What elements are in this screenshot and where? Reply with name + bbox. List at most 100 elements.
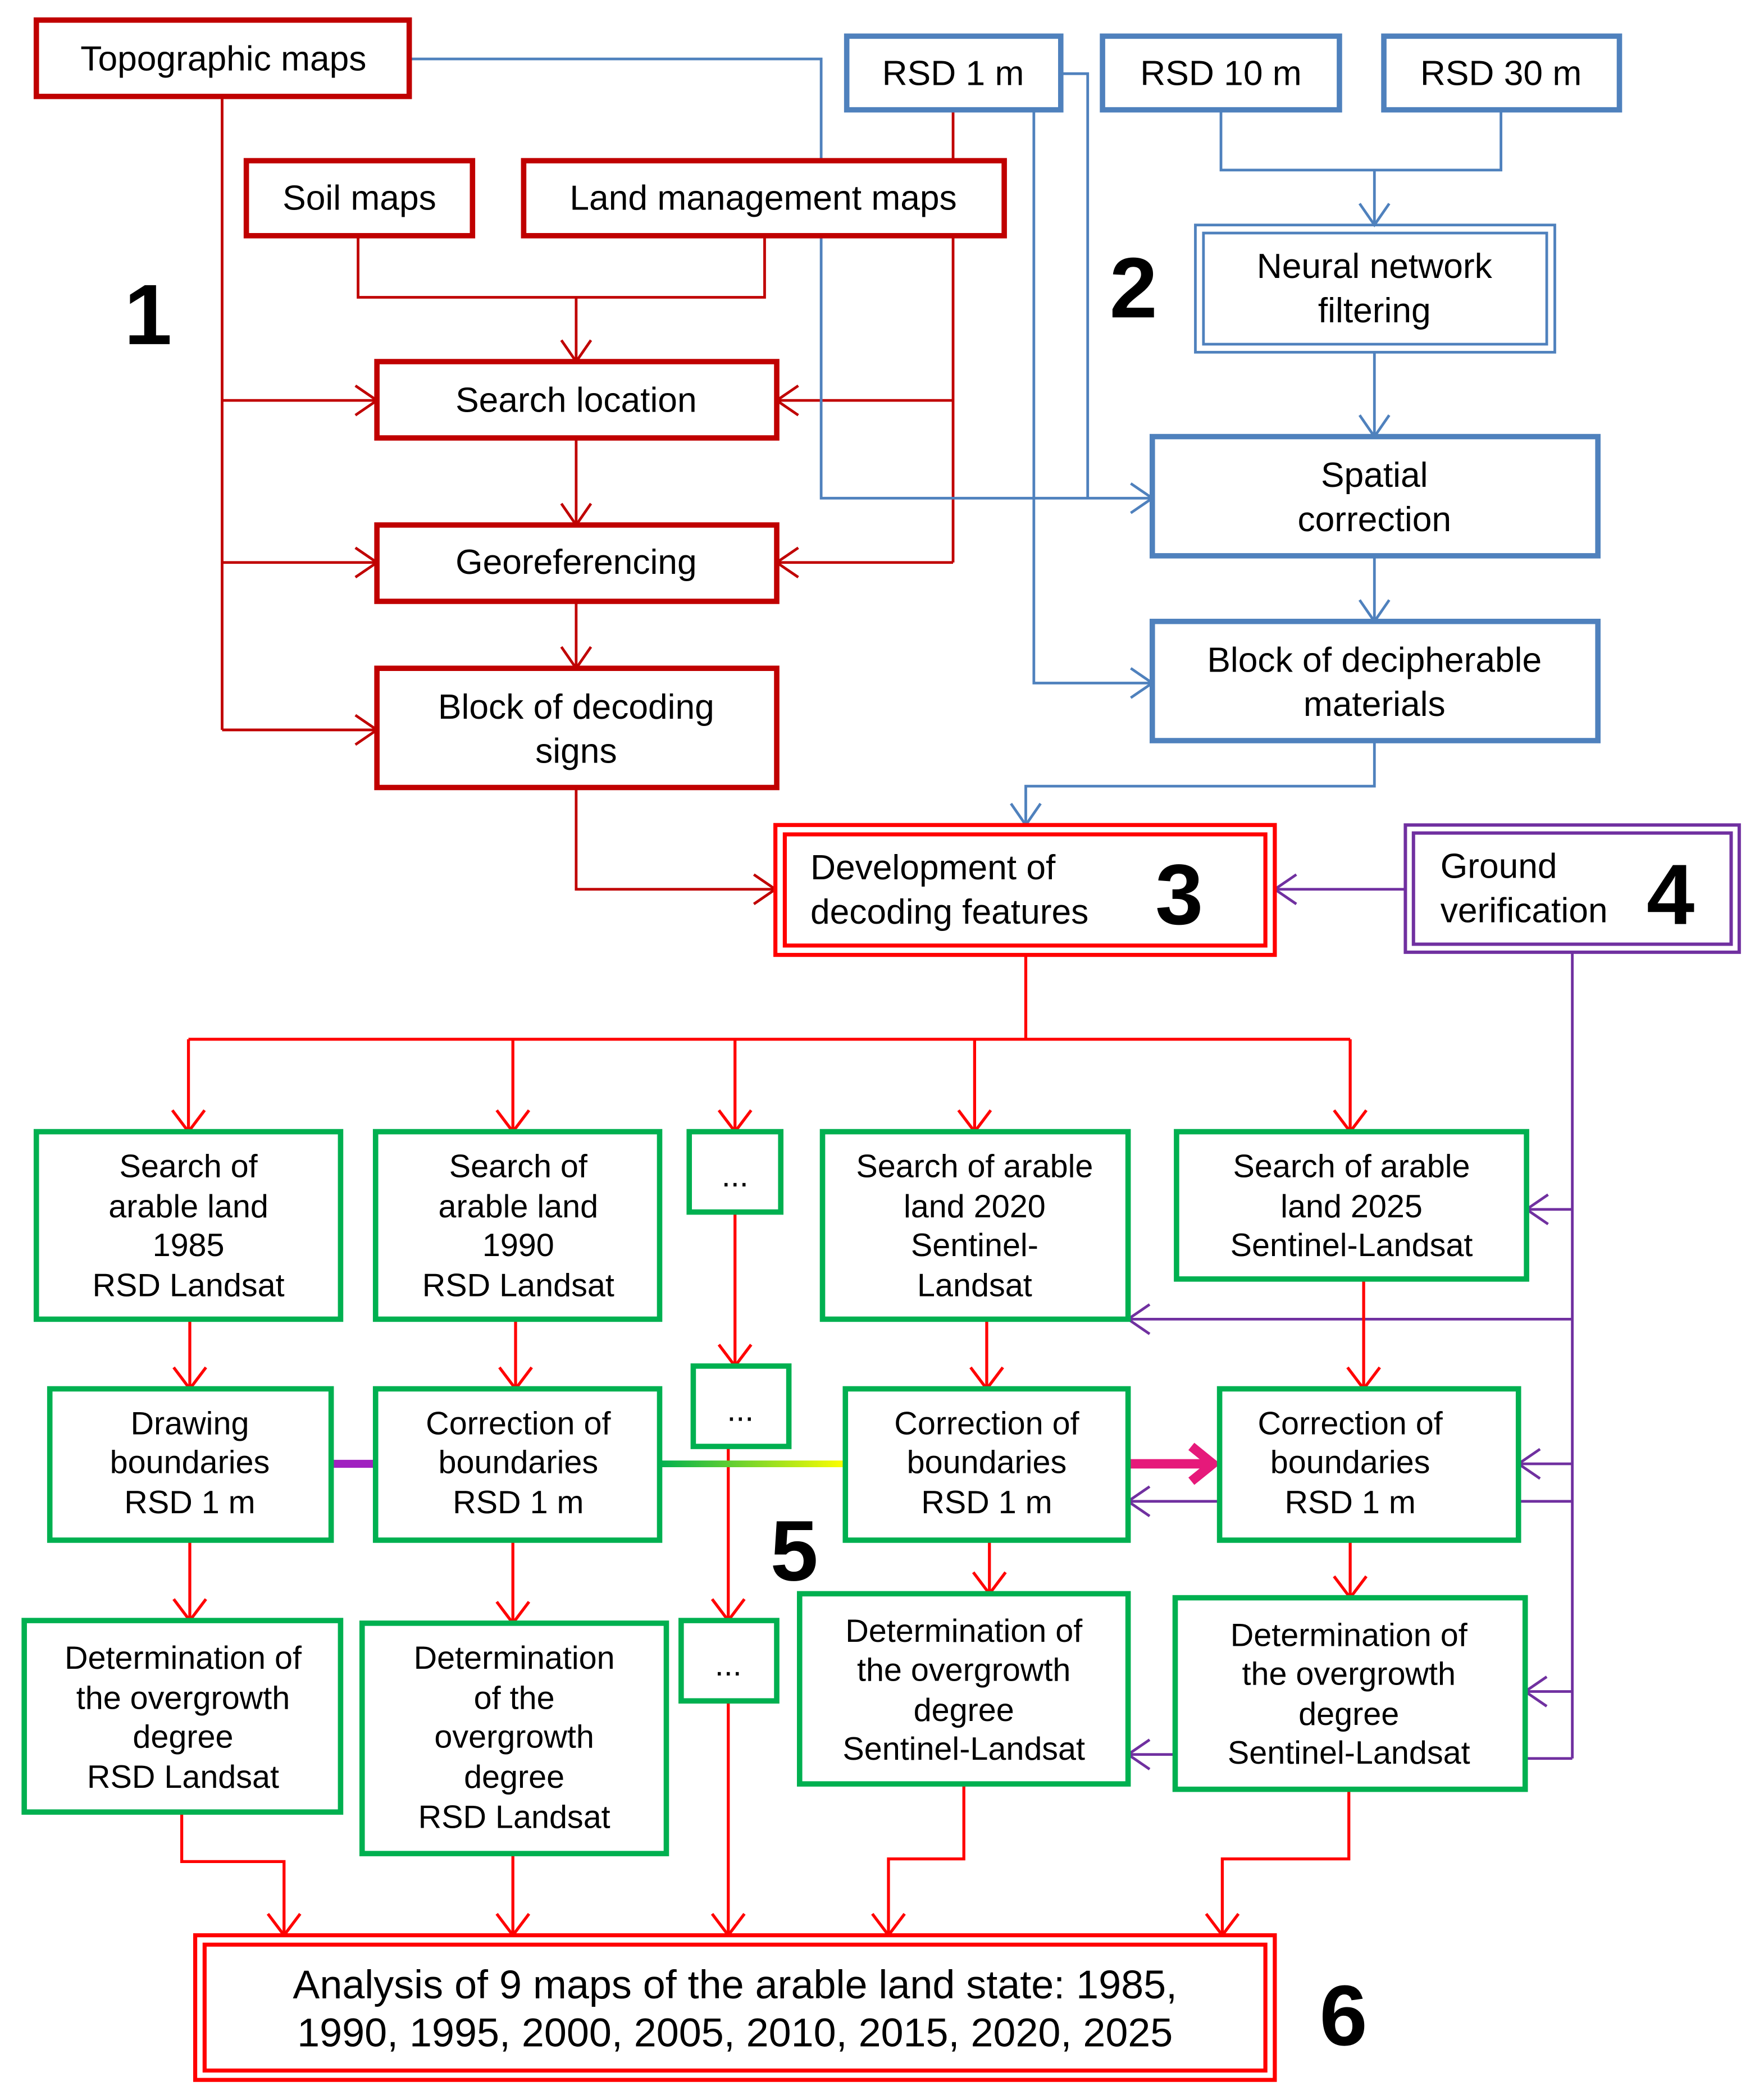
search-1990-line-2: arable land [439,1189,599,1225]
block-3-decoding-features: Development of decoding features [773,823,1277,957]
boundary-links [331,1442,1220,1485]
rsd-30m-label: RSD 30 m [1420,54,1582,93]
block-6-analysis: Analysis of 9 maps of the arable land st… [193,1933,1277,2082]
rsd-10m-box [1100,33,1342,113]
decoding-features-label-line-2: decoding features [810,893,1088,932]
overgrowth-1-line-3: degree [133,1719,233,1755]
spatial-correction-box [1149,433,1601,559]
block-5-boundary-row: Drawing boundaries RSD 1 m Correction of… [47,1363,1521,1543]
overgrowth-3-line-4: Sentinel-Landsat [842,1731,1085,1767]
search-2025-line-2: land 2025 [1280,1189,1423,1225]
search-1985-line-1: Search of [119,1149,258,1185]
analysis-label-line-1: Analysis of 9 maps of the arable land st… [293,1962,1177,2007]
decoding-features-label-line-1: Development of [810,848,1056,887]
search-2020-line-4: Landsat [917,1268,1032,1304]
overgrowth-1-line-1: Determination of [65,1640,302,1676]
correction-boundaries-2-line-1: Correction of [426,1406,611,1442]
soil-maps-label: Soil maps [282,179,436,218]
georeferencing-box [374,522,780,604]
overgrowth-4-box [1172,1595,1528,1792]
connector-soil-land-merge [357,235,766,299]
ground-verification-box-inner [1411,831,1733,946]
georeferencing-label: Georeferencing [455,543,697,582]
search-2025-line-3: Sentinel-Landsat [1231,1227,1473,1263]
correction-boundaries-3-line-1: Correction of [894,1406,1079,1442]
correction-boundaries-4-line-3: RSD 1 m [1284,1485,1415,1521]
search-location-label: Search location [455,381,697,420]
neural-filtering-box-inner [1202,231,1548,346]
rsd-30m-box [1381,33,1623,113]
decoding-features-box-outer [773,823,1277,957]
search-1985-line-3: 1985 [153,1227,225,1263]
spatial-correction-label-line-2: correction [1297,500,1451,539]
correction-boundaries-4-line-1: Correction of [1257,1406,1443,1442]
correction-boundaries-4-box [1216,1386,1521,1543]
decipherable-materials-box [1149,618,1601,743]
ground-verification-label-line-2: verification [1441,892,1608,930]
land-management-maps-label: Land management maps [569,179,956,218]
analysis-box-inner [202,1942,1268,2073]
section-number-4: 4 [1647,847,1694,943]
connector-topographic-to-spatial-correction [409,57,1155,514]
decoding-features-box-inner [782,832,1268,948]
overgrowth-3-line-2: the overgrowth [857,1652,1070,1688]
overgrowth-4-line-4: Sentinel-Landsat [1228,1735,1470,1771]
search-2020-line-3: Sentinel- [911,1227,1038,1263]
connector-rsd10-rsd30-merge [1219,109,1502,172]
block-5-search-row: Search of arable land 1985 RSD Landsat S… [33,1129,1529,1322]
search-1990-line-1: Search of [449,1149,588,1185]
soil-maps-box [243,158,476,239]
connectors-ground-verification [1125,873,1574,1770]
ground-verification-box-outer [1403,823,1741,954]
section-number-6: 6 [1319,1967,1367,2064]
correction-boundaries-3-line-2: boundaries [907,1445,1067,1481]
topographic-maps-label: Topographic maps [80,40,366,79]
overgrowth-4-line-3: degree [1298,1696,1399,1732]
overgrowth-2-box [359,1620,669,1856]
overgrowth-4-line-1: Determination of [1231,1617,1468,1653]
decoding-signs-box [374,665,780,791]
overgrowth-2-line-5: RSD Landsat [418,1800,610,1836]
decipherable-materials-label-line-2: materials [1304,685,1446,724]
overgrowth-2-line-2: of the [474,1681,555,1716]
overgrowth-2-line-3: overgrowth [434,1719,594,1755]
overgrowth-3-line-1: Determination of [845,1613,1083,1649]
section-number-1: 1 [124,267,172,363]
drawing-boundaries-line-2: boundaries [110,1445,270,1481]
overgrowth-2-line-1: Determination [414,1640,615,1676]
decipherable-materials-label-line-1: Block of decipherable [1207,641,1542,679]
search-ellipsis-label: ... [722,1158,749,1194]
section-number-2: 2 [1110,240,1157,336]
block-5-overgrowth-row: Determination of the overgrowth degree R… [21,1591,1528,1856]
drawing-boundaries-line-3: RSD 1 m [124,1485,255,1521]
analysis-label-line-2: 1990, 1995, 2000, 2005, 2010, 2015, 2020… [297,2011,1173,2056]
topographic-maps-box [33,17,412,99]
overgrowth-1-line-2: the overgrowth [76,1681,290,1716]
search-1990-line-3: 1990 [482,1227,554,1263]
overgrowth-2-line-4: degree [464,1759,564,1795]
connector-overgrowth-1-to-analysis [180,1812,302,1938]
connector-rsd1-to-spatial-correction [1060,72,1090,499]
overgrowth-ellipsis-label: ... [715,1647,742,1683]
decoding-signs-label-line-1: Block of decoding [438,688,714,727]
drawing-boundaries-line-1: Drawing [130,1406,249,1442]
neural-filtering-label-line-2: filtering [1318,291,1431,330]
block-1-maps: Topographic maps Soil maps Land manageme… [33,17,1007,791]
search-location-box [374,359,780,441]
drawing-boundaries-box [47,1386,334,1543]
search-ellipsis-box [686,1129,784,1215]
connector-overgrowth-3-to-analysis [871,1784,965,1938]
search-1985-box [33,1129,344,1322]
block-4-ground-verification: Ground verification [1403,823,1741,954]
search-2020-box [819,1129,1131,1322]
connector-decipherable-to-features [1010,741,1376,828]
neural-filtering-box-outer [1194,223,1556,354]
neural-filtering-label-line-1: Neural network [1257,247,1493,286]
correction-boundaries-2-box [372,1386,663,1543]
search-2025-box [1174,1129,1529,1282]
rsd-1m-label: RSD 1 m [882,54,1024,93]
boundary-ellipsis-box [690,1363,792,1449]
section-number-5: 5 [771,1503,818,1599]
search-2025-line-1: Search of arable [1233,1149,1470,1185]
spatial-correction-label-line-1: Spatial [1321,456,1428,495]
